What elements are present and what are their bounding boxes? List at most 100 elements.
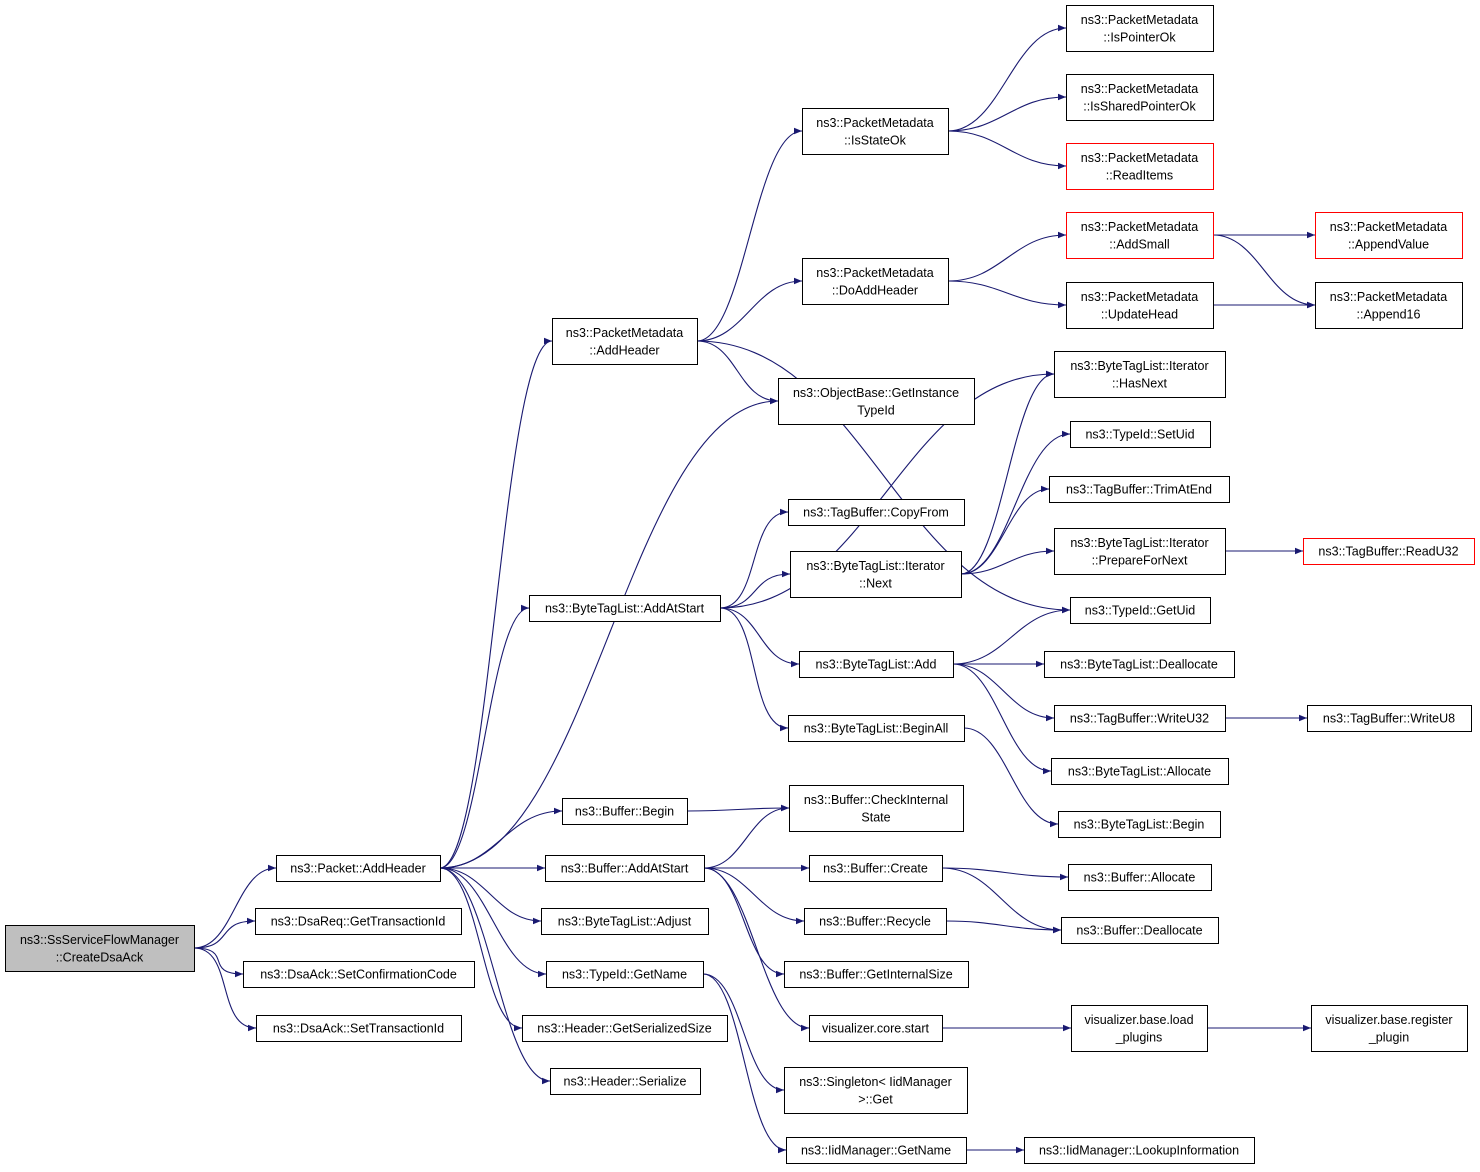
node-label: ns3::PacketMetadata <box>1081 151 1198 165</box>
node-btl_beginall[interactable]: ns3::ByteTagList::BeginAll <box>788 715 965 742</box>
node-header_getsersize[interactable]: ns3::Header::GetSerializedSize <box>522 1015 728 1042</box>
node-btl_add[interactable]: ns3::ByteTagList::Add <box>799 651 954 678</box>
node-box <box>1070 421 1211 448</box>
node-pm_addsmall[interactable]: ns3::PacketMetadata::AddSmall <box>1066 212 1214 259</box>
node-label: >::Get <box>858 1092 893 1106</box>
edge-btl_addatstart-to-tb_copyfrom <box>719 508 789 609</box>
node-typeid_getname[interactable]: ns3::TypeId::GetName <box>546 961 704 988</box>
node-typeid_setuid[interactable]: ns3::TypeId::SetUid <box>1070 421 1211 448</box>
node-btl_deallocate[interactable]: ns3::ByteTagList::Deallocate <box>1044 651 1235 678</box>
node-buf_recycle[interactable]: ns3::Buffer::Recycle <box>804 908 947 935</box>
node-label: ns3::Buffer::Begin <box>575 805 674 819</box>
node-label: visualizer.base.load <box>1084 1013 1193 1027</box>
node-box <box>1066 143 1214 190</box>
node-box <box>1307 705 1472 732</box>
node-pkt_addheader[interactable]: ns3::Packet::AddHeader <box>276 855 441 882</box>
node-tb_trimatend[interactable]: ns3::TagBuffer::TrimAtEnd <box>1049 476 1230 503</box>
node-box <box>552 318 698 365</box>
node-label: ::Append16 <box>1357 307 1421 321</box>
node-pm_addheader[interactable]: ns3::PacketMetadata::AddHeader <box>552 318 698 365</box>
node-vis_core_start[interactable]: visualizer.core.start <box>809 1015 943 1042</box>
node-btl_adjust[interactable]: ns3::ByteTagList::Adjust <box>541 908 709 935</box>
node-buf_addatstart[interactable]: ns3::Buffer::AddAtStart <box>545 855 705 882</box>
node-buf_deallocate[interactable]: ns3::Buffer::Deallocate <box>1061 917 1219 944</box>
nodes-layer: ns3::SsServiceFlowManager::CreateDsaAckn… <box>5 5 1475 1164</box>
edge-pm_addheader-to-pm_isstateok <box>696 127 803 342</box>
node-iid_getname[interactable]: ns3::IidManager::GetName <box>786 1137 967 1164</box>
node-btl_begin[interactable]: ns3::ByteTagList::Begin <box>1058 811 1221 838</box>
edge-btl_add-to-btl_allocate <box>952 663 1052 775</box>
node-box <box>809 855 943 882</box>
node-tb_writeu32[interactable]: ns3::TagBuffer::WriteU32 <box>1054 705 1226 732</box>
node-buf_create[interactable]: ns3::Buffer::Create <box>809 855 943 882</box>
edge-btli_next-to-tb_trimatend <box>960 485 1050 575</box>
node-header_serialize[interactable]: ns3::Header::Serialize <box>550 1068 701 1095</box>
node-vis_load_plugins[interactable]: visualizer.base.load_plugins <box>1071 1005 1208 1052</box>
node-btl_addatstart[interactable]: ns3::ByteTagList::AddAtStart <box>529 595 721 622</box>
node-label: ::Next <box>859 576 892 590</box>
edge-btl_addatstart-to-btl_add <box>719 607 800 668</box>
node-label: visualizer.core.start <box>822 1022 930 1036</box>
node-box <box>562 798 688 825</box>
node-buf_begin[interactable]: ns3::Buffer::Begin <box>562 798 688 825</box>
node-iid_lookupinfo[interactable]: ns3::IidManager::LookupInformation <box>1024 1137 1255 1164</box>
node-buf_getinternalsize[interactable]: ns3::Buffer::GetInternalSize <box>784 961 969 988</box>
node-box <box>802 258 949 305</box>
edge-pm_addheader-to-pm_doaddheader <box>696 277 803 342</box>
node-dsaack_setconf[interactable]: ns3::DsaAck::SetConfirmationCode <box>243 961 475 988</box>
node-label: ns3::PacketMetadata <box>1081 13 1198 27</box>
node-btli_preparefornext[interactable]: ns3::ByteTagList::Iterator::PrepareForNe… <box>1054 528 1226 575</box>
node-pm_isstateok[interactable]: ns3::PacketMetadata::IsStateOk <box>802 108 949 155</box>
node-singleton_get[interactable]: ns3::Singleton< IidManager>::Get <box>784 1067 968 1114</box>
node-label: ns3::DsaAck::SetConfirmationCode <box>260 968 457 982</box>
edge-root-to-dsaack_settid <box>193 947 257 1032</box>
node-btl_allocate[interactable]: ns3::ByteTagList::Allocate <box>1051 758 1229 785</box>
edge-buf_addatstart-to-vis_core_start <box>703 867 810 1032</box>
node-box <box>784 961 969 988</box>
node-label: ns3::TagBuffer::CopyFrom <box>803 506 949 520</box>
edge-btl_add-to-tb_writeu32 <box>952 663 1055 722</box>
node-btli_next[interactable]: ns3::ByteTagList::Iterator::Next <box>790 551 962 598</box>
node-box <box>1054 528 1226 575</box>
node-dsaack_settid[interactable]: ns3::DsaAck::SetTransactionId <box>256 1015 462 1042</box>
node-tb_readu32[interactable]: ns3::TagBuffer::ReadU32 <box>1303 538 1475 565</box>
node-pm_updatehead[interactable]: ns3::PacketMetadata::UpdateHead <box>1066 282 1214 329</box>
node-box <box>550 1068 701 1095</box>
node-label: ns3::PacketMetadata <box>1081 220 1198 234</box>
node-label: ns3::ByteTagList::AddAtStart <box>545 602 705 616</box>
node-label: ns3::Singleton< IidManager <box>799 1075 952 1089</box>
node-pm_appendvalue[interactable]: ns3::PacketMetadata::AppendValue <box>1315 212 1463 259</box>
node-label: ::DoAddHeader <box>832 283 918 297</box>
node-label: ns3::TagBuffer::TrimAtEnd <box>1066 483 1212 497</box>
node-pm_issharedpointerok[interactable]: ns3::PacketMetadata::IsSharedPointerOk <box>1066 74 1214 121</box>
node-label: ns3::PacketMetadata <box>1081 82 1198 96</box>
node-label: ns3::ByteTagList::BeginAll <box>804 722 949 736</box>
node-box <box>788 715 965 742</box>
edge-btl_add-to-typeid_getuid <box>952 606 1071 665</box>
node-label: ns3::PacketMetadata <box>1330 220 1447 234</box>
node-label: ::AddHeader <box>589 343 659 357</box>
node-vis_register_plugin[interactable]: visualizer.base.register_plugin <box>1311 1005 1468 1052</box>
node-dsareq_gettid[interactable]: ns3::DsaReq::GetTransactionId <box>255 908 462 935</box>
node-label: ::AppendValue <box>1348 237 1429 251</box>
node-btli_hasnext[interactable]: ns3::ByteTagList::Iterator::HasNext <box>1054 351 1226 398</box>
node-tb_copyfrom[interactable]: ns3::TagBuffer::CopyFrom <box>788 499 965 526</box>
node-tb_writeu8[interactable]: ns3::TagBuffer::WriteU8 <box>1307 705 1472 732</box>
node-box <box>789 785 964 832</box>
node-pm_ispointerok[interactable]: ns3::PacketMetadata::IsPointerOk <box>1066 5 1214 52</box>
node-label: ns3::Buffer::GetInternalSize <box>799 968 952 982</box>
node-buf_allocate[interactable]: ns3::Buffer::Allocate <box>1068 864 1212 891</box>
node-pm_append16[interactable]: ns3::PacketMetadata::Append16 <box>1315 282 1463 329</box>
node-label: ns3::DsaReq::GetTransactionId <box>271 915 446 929</box>
node-root[interactable]: ns3::SsServiceFlowManager::CreateDsaAck <box>5 925 195 972</box>
node-typeid_getuid[interactable]: ns3::TypeId::GetUid <box>1070 597 1211 624</box>
node-pm_doaddheader[interactable]: ns3::PacketMetadata::DoAddHeader <box>802 258 949 305</box>
edge-pkt_addheader-to-btl_addatstart <box>439 604 530 869</box>
node-box <box>786 1137 967 1164</box>
edge-root-to-dsareq_gettid <box>193 917 256 949</box>
node-label: ns3::ByteTagList::Adjust <box>558 915 692 929</box>
node-pm_readitems[interactable]: ns3::PacketMetadata::ReadItems <box>1066 143 1214 190</box>
